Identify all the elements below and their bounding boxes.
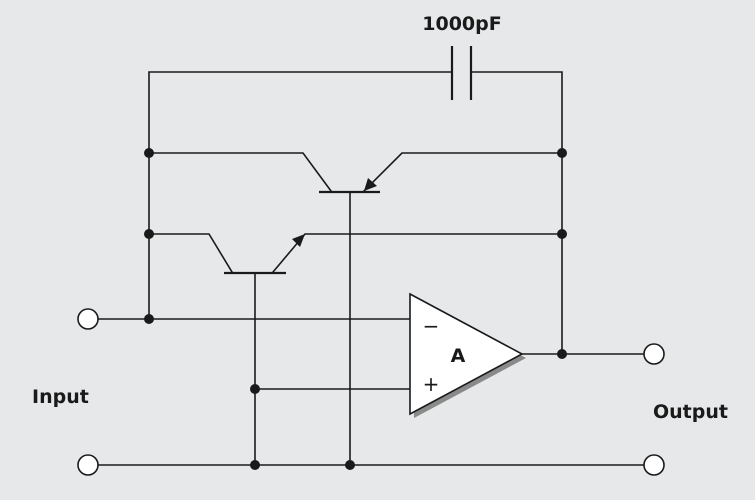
junction-dot <box>250 384 260 394</box>
output-label: Output <box>653 401 728 423</box>
op-amp-triangle <box>409 292 524 416</box>
junction-dot <box>345 460 355 470</box>
upper-transistor-collector <box>148 152 333 193</box>
junction-dot <box>250 460 260 470</box>
lower-transistor-emitter <box>271 233 563 274</box>
input-terminal-bottom <box>77 454 99 476</box>
output-terminal-bottom <box>643 454 665 476</box>
upper-transistor <box>148 152 563 466</box>
input-terminal-top <box>77 308 99 330</box>
junction-dots <box>144 148 567 470</box>
junction-dot <box>144 314 154 324</box>
junction-dot <box>557 148 567 158</box>
junction-dot <box>144 148 154 158</box>
junction-dot <box>557 229 567 239</box>
upper-transistor-emitter <box>362 152 563 193</box>
op-amp: A − + <box>409 292 526 418</box>
output-terminal-top <box>643 343 665 365</box>
terminals <box>77 308 665 476</box>
lower-transistor-collector <box>148 233 234 274</box>
lower-transistor-arrow <box>292 234 305 247</box>
capacitor-feedback-loop: 1000pF <box>148 13 563 355</box>
capacitor-wire-left <box>148 71 453 320</box>
junction-dot <box>144 229 154 239</box>
op-amp-minus-sign: − <box>423 314 440 338</box>
junction-dot <box>557 349 567 359</box>
lower-transistor <box>148 233 563 466</box>
capacitor-label: 1000pF <box>422 13 501 35</box>
op-amp-label: A <box>451 345 466 367</box>
capacitor-wire-right <box>470 71 563 355</box>
op-amp-plus-sign: + <box>423 372 440 396</box>
upper-transistor-arrow <box>364 178 377 191</box>
input-label: Input <box>32 386 89 408</box>
